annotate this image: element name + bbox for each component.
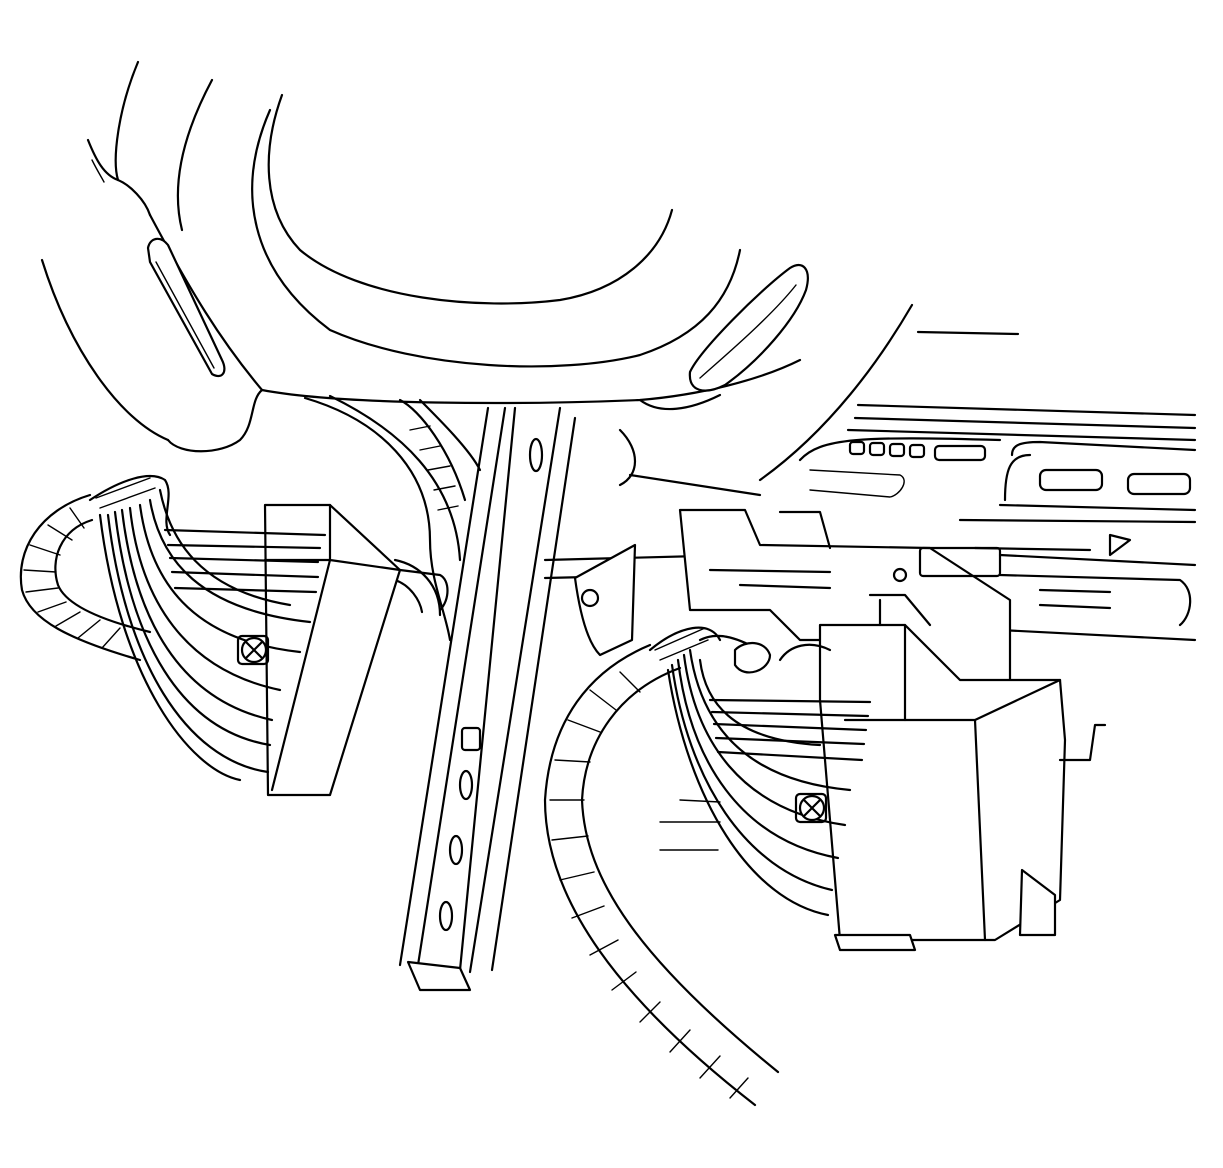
instrument-panel bbox=[798, 403, 1197, 642]
left-connector bbox=[88, 475, 449, 797]
left-harness-loop bbox=[19, 493, 152, 662]
steering-column-cover bbox=[40, 60, 1020, 482]
mounting-bracket bbox=[398, 406, 762, 992]
right-harness bbox=[543, 626, 780, 1107]
right-module bbox=[654, 508, 1107, 952]
